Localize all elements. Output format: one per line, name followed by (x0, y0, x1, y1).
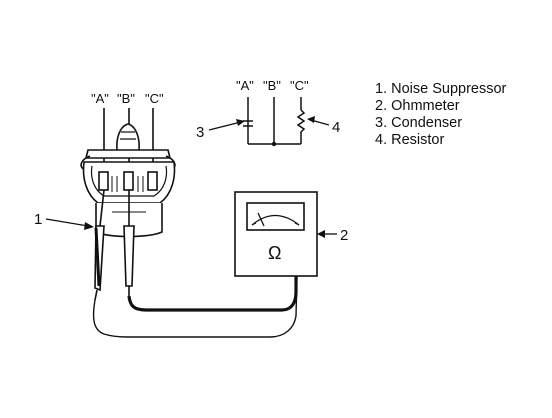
callout-2: 2 (340, 227, 348, 244)
legend-item-1: 1. Noise Suppressor (375, 81, 507, 97)
wire-black (127, 276, 298, 312)
schematic-label-c: "C" (290, 78, 309, 93)
resistor-symbol (296, 109, 306, 144)
callout-4: 4 (332, 119, 340, 136)
arrowhead-3 (236, 119, 245, 126)
callout-1: 1 (34, 211, 42, 228)
leader-1 (45, 218, 89, 227)
ohmmeter (234, 191, 318, 277)
schematic-label-a: "A" (236, 78, 254, 93)
legend-item-4: 4. Resistor (375, 132, 444, 148)
arrowhead-2 (317, 230, 325, 238)
legend-item-2: 2. Ohmmeter (375, 98, 460, 114)
noise-suppressor (80, 108, 176, 238)
schematic (243, 97, 306, 145)
callout-3: 3 (196, 124, 204, 141)
legend-item-3: 3. Condenser (375, 115, 462, 131)
component-label-a: "A" (91, 91, 109, 106)
schematic-label-b: "B" (263, 78, 281, 93)
ohm-symbol: Ω (268, 243, 281, 263)
arrowhead-4 (307, 116, 315, 123)
component-label-c: "C" (145, 91, 164, 106)
probe-b (123, 190, 135, 296)
probe-a (94, 189, 105, 301)
arrowhead-1 (84, 222, 94, 230)
schematic-junction (271, 141, 277, 147)
component-label-b: "B" (117, 91, 135, 106)
legend: 1. Noise Suppressor 2. Ohmmeter 3. Conde… (375, 81, 507, 148)
leader-3 (208, 121, 242, 131)
wire-white (92, 275, 298, 338)
